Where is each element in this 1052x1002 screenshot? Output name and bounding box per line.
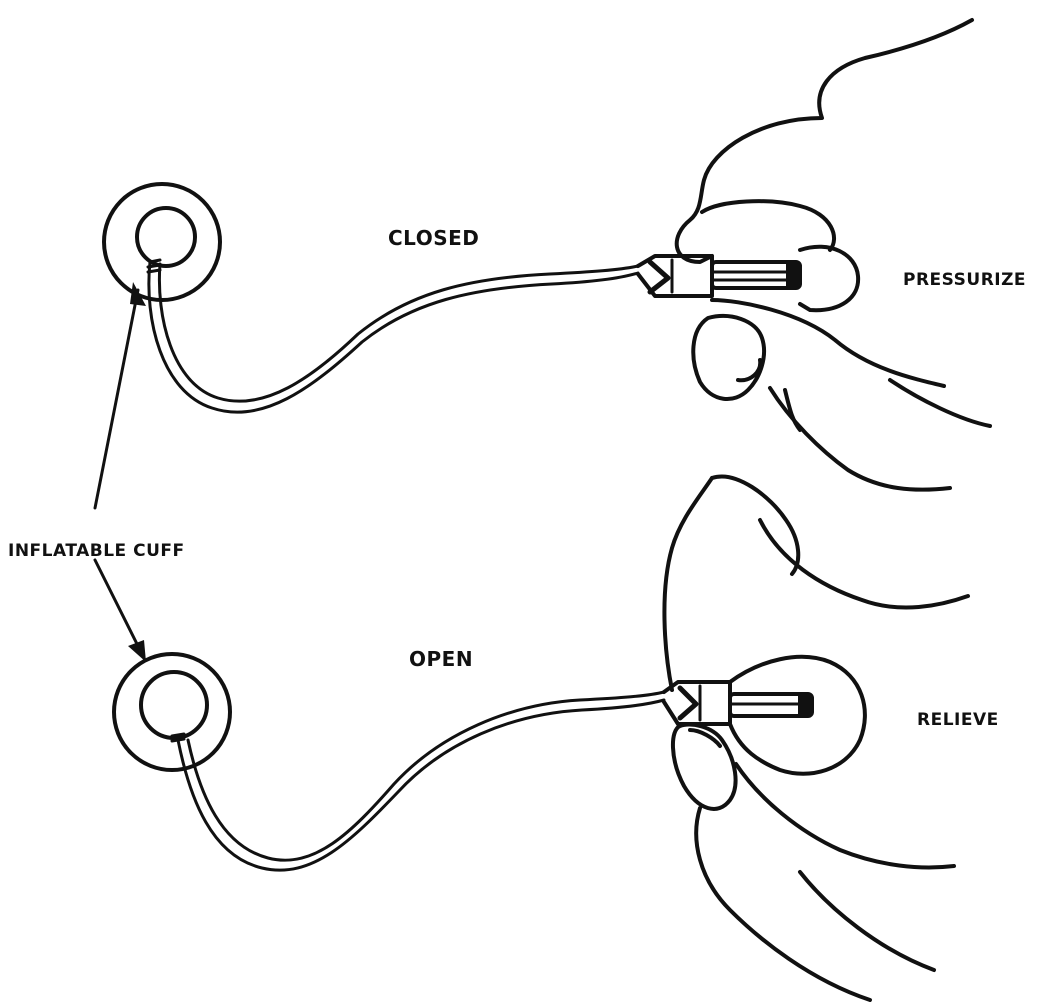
inflatable-cuff-top <box>104 184 220 300</box>
tube-top <box>149 262 638 412</box>
open-assembly <box>114 477 968 1000</box>
closed-assembly <box>104 20 990 490</box>
relieve-label: RELIEVE <box>917 712 999 729</box>
tube-bottom <box>178 692 664 870</box>
inflatable-cuff-label: INFLATABLE CUFF <box>8 543 185 560</box>
closed-label: CLOSED <box>388 228 479 248</box>
inflatable-cuff-bottom <box>114 654 230 770</box>
valve-open <box>664 682 812 724</box>
valve-closed <box>638 256 800 296</box>
pressurize-label: PRESSURIZE <box>903 272 1026 289</box>
open-label: OPEN <box>409 649 473 669</box>
hand-open <box>664 477 968 1000</box>
hand-closed <box>677 20 990 490</box>
cuff-arrows <box>95 282 146 662</box>
